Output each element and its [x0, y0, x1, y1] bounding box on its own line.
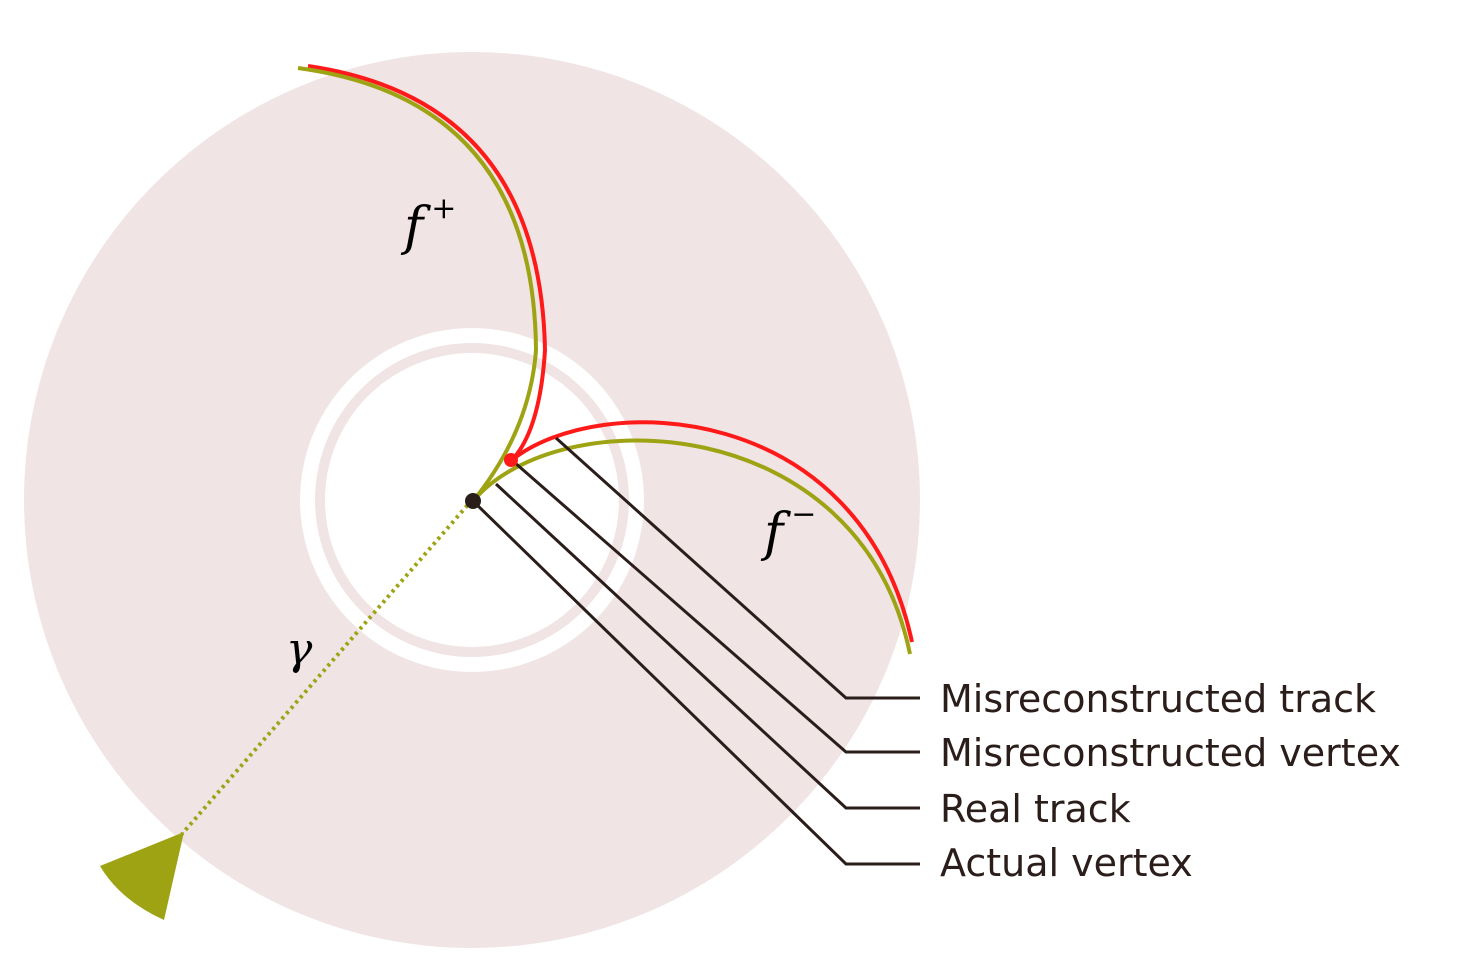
- misreconstructed-track-f-plus: [307, 64, 548, 462]
- detector-wedge-icon: [100, 832, 184, 920]
- leader-misreconstructed-track: [554, 436, 920, 700]
- real-track-f-plus: [297, 66, 539, 502]
- legend-label-misreconstructed-vertex: Misreconstructed vertex: [940, 731, 1401, 775]
- legend-label-misreconstructed-track: Misreconstructed track: [940, 677, 1376, 721]
- legend-label-actual-vertex: Actual vertex: [940, 841, 1193, 885]
- leader-misreconstructed-vertex: [513, 460, 920, 754]
- misreconstructed-track-f-minus: [510, 420, 914, 643]
- leader-real-track: [494, 482, 920, 810]
- label-gamma: γ: [286, 624, 313, 675]
- real-track-f-minus: [472, 438, 912, 655]
- legend-label-real-track: Real track: [940, 787, 1131, 831]
- vertex-dot-icon: [465, 493, 481, 509]
- leader-actual-vertex: [472, 500, 920, 866]
- vertex-dot-icon: [504, 453, 518, 467]
